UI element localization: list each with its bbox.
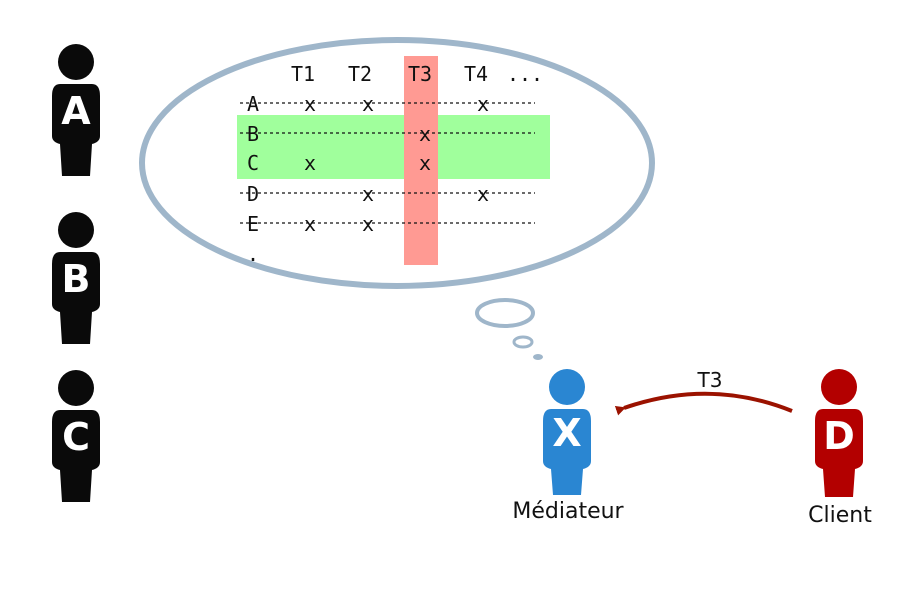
mediator-head: [549, 369, 585, 405]
mediator-body: [543, 409, 591, 495]
thought-bubble-trail-medium: [512, 335, 534, 349]
client-head: [821, 369, 857, 405]
column-header: T3: [408, 62, 432, 86]
column-header: T4: [464, 62, 488, 86]
table-cell: x: [477, 92, 489, 116]
person-c-body: [52, 410, 100, 502]
person-b-head: [58, 212, 94, 248]
column-header-more: ...: [507, 62, 543, 86]
person-b-body: [52, 252, 100, 344]
person-a-head: [58, 44, 94, 80]
person-a-letter: A: [61, 89, 91, 133]
mediator-letter: X: [552, 411, 581, 455]
person-b: B: [52, 212, 100, 344]
table-cell: x: [362, 182, 374, 206]
client-body: [815, 409, 863, 497]
row-ellipsis: .: [247, 242, 259, 266]
thought-bubble-trail-large: [475, 298, 535, 328]
row-label: C: [247, 151, 259, 175]
row-label: A: [247, 92, 259, 116]
table-cell: x: [477, 182, 489, 206]
table-row: A x x x: [240, 92, 535, 116]
person-a: A: [52, 44, 100, 176]
table-cell: x: [362, 212, 374, 236]
column-header: T1: [291, 62, 315, 86]
transaction-table: T1 T2 T3 T4 ... A x x x B x C x x: [240, 62, 543, 266]
row-highlight-b-c: [237, 115, 550, 179]
person-client: D: [815, 369, 863, 497]
mediator-caption: Médiateur: [512, 499, 624, 524]
table-row: E x x: [240, 212, 535, 236]
person-c-head: [58, 370, 94, 406]
column-highlight-t3: [404, 56, 438, 265]
client-letter: D: [823, 414, 855, 458]
request-arrow-label: T3: [697, 368, 723, 392]
person-b-letter: B: [62, 257, 91, 301]
column-header: T2: [348, 62, 372, 86]
person-c-letter: C: [62, 415, 90, 459]
table-row: C x x: [247, 151, 431, 175]
table-row: D x x: [240, 182, 535, 206]
table-row: B x: [240, 122, 535, 146]
table-cell: x: [419, 122, 431, 146]
table-cell: x: [419, 151, 431, 175]
person-c: C: [52, 370, 100, 502]
row-label: E: [247, 212, 259, 236]
table-cell: x: [304, 151, 316, 175]
row-label: D: [247, 182, 259, 206]
table-cell: x: [362, 92, 374, 116]
row-label: B: [247, 122, 259, 146]
table-cell: x: [304, 212, 316, 236]
thought-bubble-trail-small: [533, 354, 543, 360]
person-a-body: [52, 84, 100, 176]
person-mediator: X: [543, 369, 591, 495]
table-cell: x: [304, 92, 316, 116]
client-caption: Client: [808, 503, 872, 528]
request-arrow: [614, 391, 793, 416]
